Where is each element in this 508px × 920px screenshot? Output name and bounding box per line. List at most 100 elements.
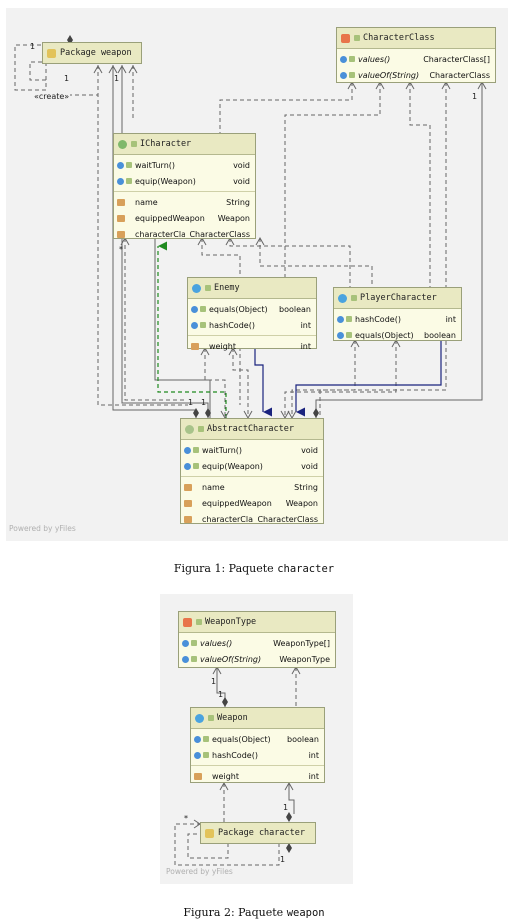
weapon-type-header: WeaponType	[179, 612, 335, 633]
enemy-node[interactable]: Enemy equals(Object)boolean hashCode() in…	[187, 277, 317, 351]
method-type: int	[445, 314, 456, 324]
abstract-class-icon	[185, 424, 194, 434]
icharacter-node[interactable]: ICharacter waitTurn() void equip(Weapon)v…	[113, 133, 256, 239]
abstract-character-title: AbstractCharacter	[207, 424, 294, 434]
lock-icon	[203, 752, 209, 758]
field-type: int	[308, 771, 319, 781]
weapon-type-title: WeaponType	[205, 617, 257, 627]
character-class-header: CharacterClass	[337, 28, 495, 49]
field-name: weight	[212, 771, 239, 781]
field-type: String	[294, 482, 318, 492]
enum-icon	[183, 617, 192, 627]
abstract-character-header: AbstractCharacter	[181, 419, 323, 440]
lock-icon	[126, 162, 132, 168]
method-icon	[182, 639, 189, 647]
method-type: void	[233, 160, 250, 170]
weapon-type-node[interactable]: WeaponType values()WeaponType[] valueOf(…	[178, 611, 336, 668]
character-class-node[interactable]: CharacterClass values()CharacterClass[] …	[336, 27, 496, 83]
method-row: values()WeaponType[]	[179, 635, 335, 651]
method-icon	[194, 751, 201, 759]
lock-icon	[131, 141, 137, 147]
interface-icon	[118, 139, 127, 149]
lock-icon	[193, 447, 199, 453]
package-character-label: Package character	[218, 828, 305, 838]
lock-icon	[203, 736, 209, 742]
method-row: equals(Object)boolean	[334, 327, 461, 343]
method-type: boolean	[424, 330, 456, 340]
field-name: name	[202, 482, 225, 492]
player-character-header: PlayerCharacter	[334, 288, 461, 309]
icharacter-title: ICharacter	[140, 139, 192, 149]
method-icon	[337, 315, 344, 323]
lock-icon	[349, 72, 355, 78]
method-row: waitTurn()void	[181, 442, 323, 458]
powered-by-label: Powered by yFiles	[9, 524, 76, 533]
enemy-title: Enemy	[214, 283, 240, 293]
weapon-mult-a: 1	[218, 690, 224, 699]
player-character-node[interactable]: PlayerCharacter hashCode() int equals(Obj…	[333, 287, 462, 341]
method-name: waitTurn()	[135, 160, 176, 170]
method-type: CharacterClass	[429, 70, 490, 80]
method-icon	[191, 305, 198, 313]
lock-icon	[351, 295, 357, 301]
method-name: values()	[358, 54, 391, 64]
field-row: weight int	[191, 768, 324, 784]
package-character-mult: 1	[280, 855, 286, 864]
method-icon	[337, 331, 344, 339]
icharacter-header: ICharacter	[114, 134, 255, 155]
method-name: hashCode()	[355, 314, 401, 324]
field-icon	[184, 515, 192, 523]
method-type: CharacterClass[]	[423, 54, 490, 64]
player-character-mult: 1	[472, 92, 478, 101]
powered-by-label: Powered by yFiles	[166, 867, 233, 876]
method-row: equip(Weapon)void	[114, 173, 255, 189]
lock-icon	[196, 619, 202, 625]
method-name: equip(Weapon)	[202, 461, 263, 471]
method-icon	[184, 446, 191, 454]
method-name: hashCode()	[212, 750, 258, 760]
lock-icon	[346, 316, 352, 322]
field-type: String	[226, 197, 250, 207]
method-type: boolean	[279, 304, 311, 314]
package-character-header: Package character	[201, 823, 315, 843]
method-icon	[184, 462, 191, 470]
method-type: void	[301, 445, 318, 455]
field-row: characterClassCharacterClass	[181, 511, 323, 527]
package-icon	[47, 48, 56, 58]
method-row: hashCode() int	[191, 747, 324, 763]
method-icon	[340, 55, 347, 63]
method-type: int	[308, 750, 319, 760]
field-row: characterClassCharacterClass	[114, 226, 255, 242]
method-name: hashCode()	[209, 320, 255, 330]
weapon-node[interactable]: Weapon equals(Object)boolean hashCode()i…	[190, 707, 325, 783]
package-weapon-mult-1b: 1	[64, 74, 70, 83]
field-type: Weapon	[217, 213, 250, 223]
package-weapon-node[interactable]: Package weapon	[42, 42, 142, 64]
lock-icon	[349, 56, 355, 62]
method-type: int	[300, 320, 311, 330]
enemy-header: Enemy	[188, 278, 316, 299]
method-row: valueOf(String)CharacterClass	[337, 67, 495, 83]
abstract-mult-a: 1	[188, 398, 194, 407]
lock-icon	[198, 426, 204, 432]
weapon-header: Weapon	[191, 708, 324, 729]
method-type: void	[301, 461, 318, 471]
figure-1-caption: Figura 1: Paquete character	[0, 562, 508, 575]
caption-code: weapon	[286, 907, 325, 919]
caption-text: Figura 1: Paquete	[173, 562, 274, 575]
field-icon	[184, 499, 192, 507]
field-icon	[184, 483, 192, 491]
method-type: WeaponType	[279, 654, 330, 664]
package-character-node[interactable]: Package character	[200, 822, 316, 844]
caption-text: Figura 2: Paquete	[183, 906, 284, 919]
abstract-character-node[interactable]: AbstractCharacter waitTurn()void equip(W…	[180, 418, 324, 524]
method-icon	[191, 321, 198, 329]
weapon-title: Weapon	[217, 713, 248, 723]
method-row: hashCode() int	[188, 317, 316, 333]
field-type: int	[300, 341, 311, 351]
method-row: equals(Object)boolean	[188, 301, 316, 317]
create-label: «create»	[34, 92, 70, 101]
